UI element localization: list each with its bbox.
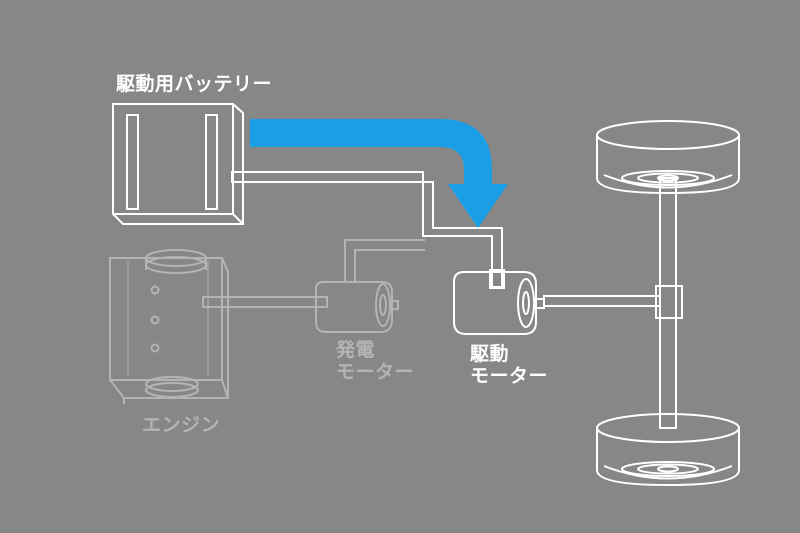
drive-shaft xyxy=(543,295,661,307)
engine-generator-shaft xyxy=(202,296,328,308)
generator-motor-label-line1: 発電 xyxy=(336,339,376,361)
engine-illustration xyxy=(109,249,230,404)
power-flow-arrow xyxy=(250,119,508,228)
drive-motor-illustration xyxy=(453,269,545,335)
lower-wheel xyxy=(596,413,740,487)
drive-motor-label-line2: モーター xyxy=(470,365,549,387)
battery-label: 駆動用バッテリー xyxy=(116,73,273,95)
generator-motor-illustration xyxy=(315,239,425,333)
axle-illustration xyxy=(655,177,683,429)
generator-motor-label-line2: モーター xyxy=(336,361,415,383)
drive-motor-label-line1: 駆動 xyxy=(470,343,510,365)
engine-label: エンジン xyxy=(142,414,221,436)
upper-wheel xyxy=(596,120,740,195)
battery-illustration xyxy=(112,103,244,225)
